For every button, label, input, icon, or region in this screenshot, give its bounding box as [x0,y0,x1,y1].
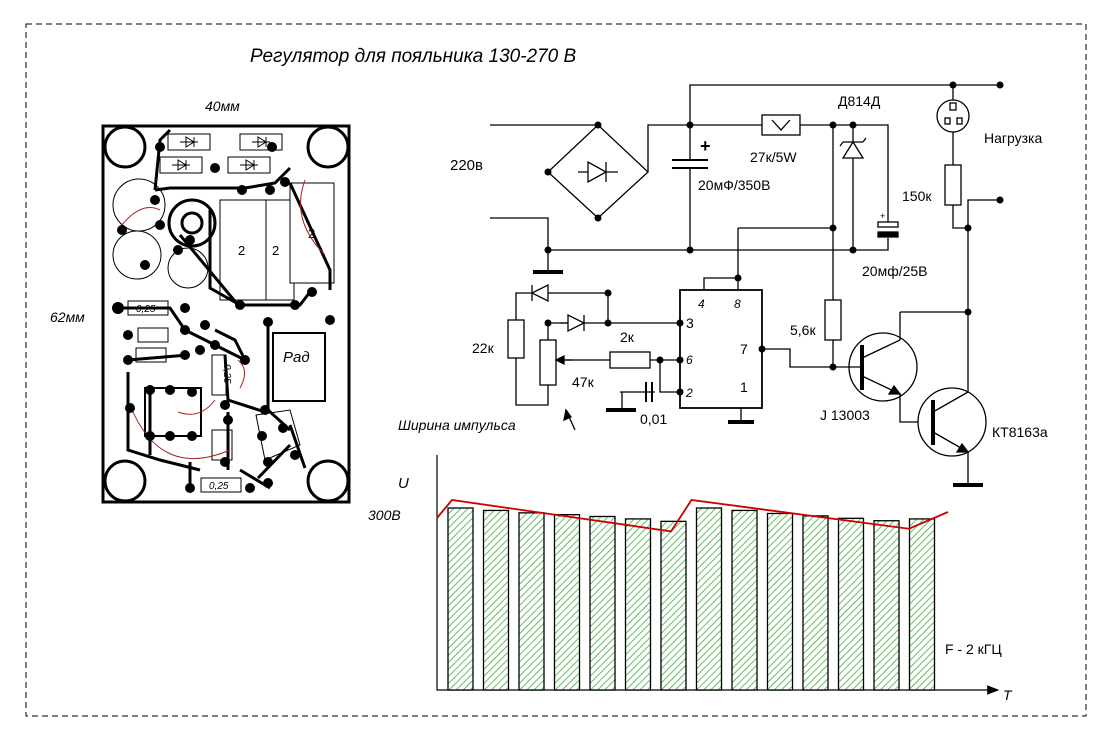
diode [530,283,549,303]
schematic-components [507,99,970,453]
c-001-label: 0,01 [640,411,667,427]
chart-frequency-label: F - 2 кГЦ [945,641,1002,657]
chart-bar [589,515,616,691]
r-47k-label: 47к [572,374,595,390]
chart-bar [695,507,723,691]
resistor-drop-label: 27к/5W [750,149,797,165]
pulse-chart: U 300В T F - 2 кГЦ [368,455,1013,703]
pcb-heatsink [272,332,326,402]
chart-bar [731,509,758,691]
zener-diode [841,140,865,159]
pcb-diode-bridge [159,133,283,174]
r-22k-label: 22к [472,340,495,356]
mounting-hole [306,125,350,169]
pcb-capacitor [180,211,204,235]
diagram-title: Регулятор для пояльника 130-270 В [250,46,577,67]
pcb-diode [137,327,169,343]
chart-bar [553,514,581,691]
mounting-hole [306,459,350,503]
pcb-resistor [200,477,242,493]
capacitor-001 [645,382,653,402]
pcb-cap-label: 2 [272,243,279,258]
pcb-height-label: 62мм [50,309,85,325]
ic-pin-1: 1 [740,379,748,395]
schematic-labels: 220в + 20мФ/350В 27к/5W Д814Д Нагрузка 1… [398,93,1048,440]
chart-bar [873,520,900,691]
pcb-power-resistor [219,199,267,301]
mains-label: 220в [450,157,483,174]
chart-bar [624,518,652,691]
q2-label: КТ8163а [992,424,1048,440]
potentiometer-47k[interactable] [539,339,557,386]
chart-bar [766,512,794,691]
r-2k-label: 2к [620,329,635,345]
pcb-capacitor [112,230,162,280]
schematic-wires [490,84,1000,487]
outer-dashed-border [25,23,1087,717]
q1-label: J 13003 [820,407,870,423]
chart-y-mark-label: 300В [368,507,401,523]
resistor-2k [609,351,651,369]
chart-bar [447,507,474,691]
pcb-cap-label: 2 [238,243,245,258]
ic-pin-8: 8 [734,297,741,311]
pcb-transistor [255,409,301,461]
chart-x-axis-label: T [1003,687,1013,703]
load-label: Нагрузка [984,130,1042,146]
resistor-27k [761,114,801,136]
chart-bar [482,509,510,691]
cap-main-label: 20мФ/350В [698,177,770,193]
pcb-capacitor [167,247,209,289]
mounting-hole [103,459,147,503]
cap-small-label: 20мф/25В [862,263,928,279]
pot-caption: Ширина импульса [398,417,516,433]
ic-pin-4: 4 [698,297,705,311]
resistor-150k [944,164,962,206]
pcb-heatsink-label: Рад [283,349,310,366]
capacitor-20uf [877,221,899,228]
pcb-power-resistor [265,199,295,301]
ic-pin-6: 6 [686,353,693,367]
mounting-hole [103,125,147,169]
ic-pin-7: 7 [740,341,748,357]
chart-bar [802,515,829,691]
chart-y-axis-label: U [398,475,409,492]
pcb-layout: 40мм 62мм 2 2 2 0,25 0,2 [50,98,351,504]
small-cap-plus: + [880,211,885,221]
pcb-outline [101,124,351,504]
ic-pin-3: 3 [686,315,694,331]
chart-bar [837,517,865,691]
zener-label: Д814Д [838,93,881,109]
chart-bar [660,520,687,691]
ic-pin-2: 2 [685,386,693,400]
cap-plus: + [700,136,711,156]
pcb-pads [112,142,335,493]
chart-envelope-line [436,499,949,533]
r-56k-label: 5,6к [790,322,816,338]
resistor-22k [507,319,525,359]
diode [567,313,586,333]
chart-bar [518,512,545,691]
r-load-label: 150к [902,188,932,204]
junction-dots [544,81,1004,396]
pcb-width-label: 40мм [205,98,240,114]
resistor-5-6k [824,299,842,341]
chart-bar [908,518,936,691]
pcb-resistor-label: 0,25 [209,481,229,492]
